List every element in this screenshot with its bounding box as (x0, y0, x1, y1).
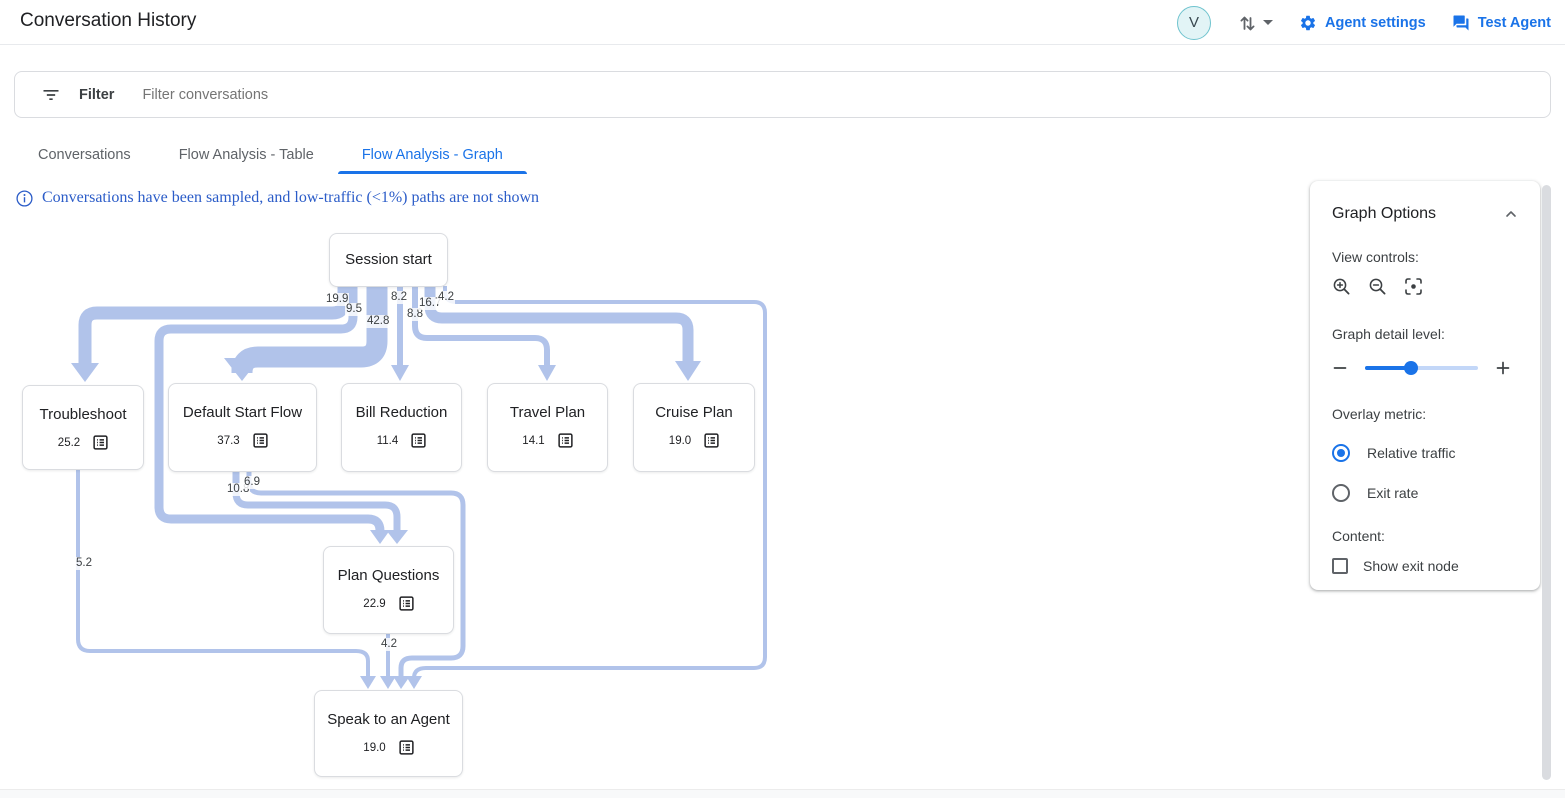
chat-icon (1452, 14, 1470, 32)
node-title: Cruise Plan (655, 404, 733, 421)
node-title: Travel Plan (509, 404, 586, 421)
sort-button[interactable] (1237, 12, 1273, 34)
node-value: 22.9 (363, 597, 386, 610)
node-list-icon[interactable] (704, 433, 719, 448)
node-value: 19.0 (668, 434, 692, 447)
tab-flow-analysis-graph[interactable]: Flow Analysis - Graph (337, 138, 527, 174)
node-list-icon[interactable] (399, 596, 414, 611)
node-speak-to-an-agent[interactable]: Speak to an Agent 19.0 (314, 690, 463, 777)
top-bar: Conversation History V Agent settings (0, 0, 1565, 45)
node-session-start[interactable]: Session start (329, 233, 448, 287)
node-value: 14.1 (522, 434, 545, 447)
node-title: Troubleshoot (39, 406, 127, 423)
node-plan-questions[interactable]: Plan Questions 22.9 (323, 546, 454, 634)
tab-bar: Conversations Flow Analysis - Table Flow… (14, 138, 527, 174)
node-troubleshoot[interactable]: Troubleshoot 25.2 (22, 385, 144, 470)
radio-exit-rate[interactable]: Exit rate (1332, 484, 1518, 502)
content-label: Content: (1332, 528, 1385, 544)
sampling-notice-text: Conversations have been sampled, and low… (42, 189, 540, 206)
node-title: Bill Reduction (355, 404, 448, 421)
checkbox-icon (1332, 558, 1348, 574)
edge-label: 42.8 (366, 315, 391, 328)
node-title: Plan Questions (337, 567, 440, 584)
radio-label: Exit rate (1367, 485, 1419, 501)
edge-label: 6.9 (243, 476, 261, 489)
test-agent-label: Test Agent (1477, 14, 1551, 31)
filter-conversations-input[interactable] (140, 85, 1041, 104)
slider-thumb[interactable] (1404, 361, 1418, 375)
edge-label: 8.2 (390, 291, 408, 304)
view-controls-label: View controls: (1332, 249, 1419, 265)
node-value: 19.0 (363, 741, 386, 754)
sampling-notice: Conversations have been sampled, and low… (16, 189, 539, 207)
edge-label: 9.5 (345, 303, 363, 316)
node-travel-plan[interactable]: Travel Plan 14.1 (487, 383, 608, 472)
filter-bar[interactable]: Filter (14, 71, 1551, 118)
agent-settings-button[interactable]: Agent settings (1299, 14, 1426, 32)
node-value: 25.2 (57, 436, 81, 449)
node-cruise-plan[interactable]: Cruise Plan 19.0 (633, 383, 755, 472)
edge-label: 19.9 (325, 293, 350, 306)
radio-label: Relative traffic (1367, 445, 1456, 461)
node-default-start-flow[interactable]: Default Start Flow 37.3 (168, 383, 317, 472)
radio-relative-traffic[interactable]: Relative traffic (1332, 444, 1518, 462)
graph-options-panel: Graph Options View controls: (1310, 181, 1540, 590)
tab-flow-analysis-table[interactable]: Flow Analysis - Table (178, 147, 314, 163)
filter-label: Filter (79, 86, 115, 103)
node-list-icon[interactable] (558, 433, 573, 448)
recenter-icon[interactable] (1404, 277, 1423, 296)
chevron-up-icon[interactable] (1504, 207, 1518, 221)
node-title: Speak to an Agent (327, 711, 450, 728)
sort-icon (1237, 12, 1259, 34)
detail-minus-button[interactable] (1332, 360, 1348, 376)
page-title: Conversation History (20, 10, 197, 31)
tab-conversations[interactable]: Conversations (38, 147, 131, 163)
node-list-icon[interactable] (93, 435, 108, 450)
detail-level-slider[interactable] (1365, 361, 1478, 375)
agent-settings-label: Agent settings (1324, 14, 1426, 31)
edge-label: 16.7 (418, 297, 443, 310)
overlay-metric-label: Overlay metric: (1332, 406, 1427, 422)
node-bill-reduction[interactable]: Bill Reduction 11.4 (341, 383, 462, 472)
slider-fill (1365, 366, 1411, 370)
radio-icon (1332, 444, 1350, 462)
test-agent-button[interactable]: Test Agent (1452, 14, 1551, 32)
vertical-scrollbar[interactable] (1542, 185, 1551, 780)
node-value: 11.4 (376, 434, 399, 447)
edge-label: 4.2 (437, 291, 455, 304)
filter-icon (41, 85, 61, 105)
detail-level-label: Graph detail level: (1332, 326, 1445, 342)
edge-label: 4.2 (380, 638, 398, 651)
node-title: Session start (345, 251, 432, 268)
info-icon (16, 189, 33, 207)
detail-plus-button[interactable] (1495, 360, 1511, 376)
edge-label: 5.2 (75, 557, 93, 570)
radio-icon (1332, 484, 1350, 502)
zoom-out-icon[interactable] (1368, 277, 1387, 296)
avatar[interactable]: V (1176, 5, 1211, 40)
node-list-icon[interactable] (253, 433, 268, 448)
node-list-icon[interactable] (399, 740, 414, 755)
bottom-scroll-area (0, 789, 1565, 798)
show-exit-node-checkbox-row[interactable]: Show exit node (1332, 558, 1518, 574)
zoom-in-icon[interactable] (1332, 277, 1351, 296)
gear-icon (1299, 14, 1317, 32)
checkbox-label: Show exit node (1363, 558, 1459, 574)
node-value: 37.3 (217, 434, 240, 447)
chevron-down-icon (1262, 20, 1273, 25)
node-list-icon[interactable] (411, 433, 426, 448)
graph-options-title: Graph Options (1332, 205, 1437, 222)
node-title: Default Start Flow (182, 404, 303, 421)
edge-label: 8.8 (406, 308, 424, 321)
